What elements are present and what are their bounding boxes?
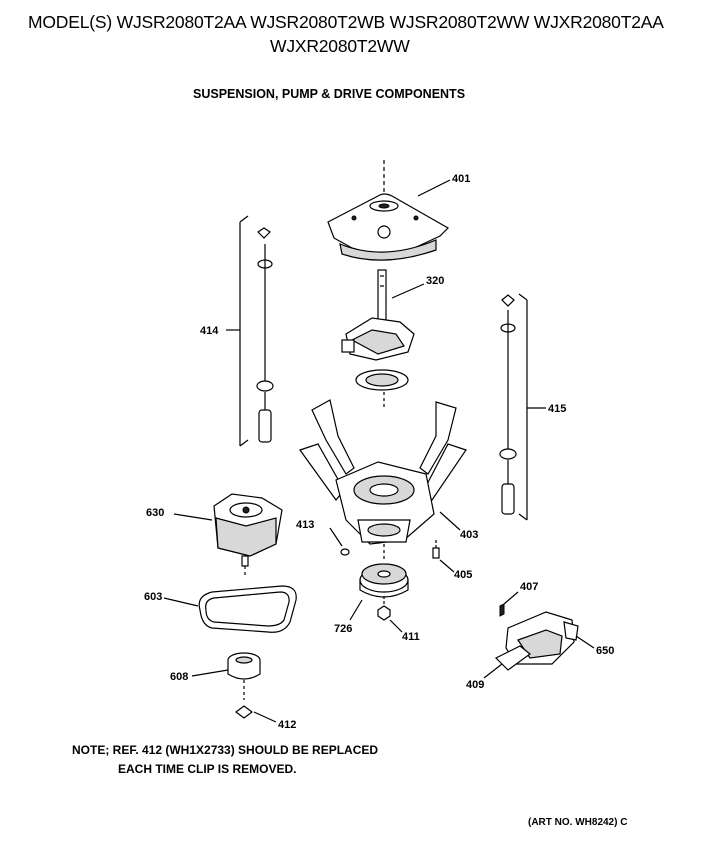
part-412-clip[interactable]: 412 bbox=[235, 705, 296, 731]
part-label-411: 411 bbox=[402, 631, 420, 643]
replacement-note: NOTE; REF. 412 (WH1X2733) SHOULD BE REPL… bbox=[72, 743, 379, 757]
part-label-320: 320 bbox=[426, 275, 444, 287]
part-label-630: 630 bbox=[146, 507, 164, 519]
part-407-screw[interactable]: 407 bbox=[499, 581, 538, 617]
part-label-409: 409 bbox=[466, 679, 484, 691]
part-label-414: 414 bbox=[200, 325, 219, 337]
part-630-pump[interactable]: 630 bbox=[146, 493, 283, 578]
part-label-413: 413 bbox=[296, 519, 314, 531]
part-415-suspension-rod[interactable]: 415 bbox=[499, 293, 566, 521]
part-411-nut[interactable]: 411 bbox=[377, 596, 420, 643]
part-608-motor-pulley[interactable]: 608 bbox=[170, 652, 261, 700]
model-list-continued: WJXR2080T2WW bbox=[270, 36, 410, 56]
part-label-407: 407 bbox=[520, 581, 538, 593]
part-726-drive-pulley[interactable]: 726 bbox=[334, 563, 409, 635]
art-number: (ART NO. WH8242) C bbox=[528, 817, 628, 828]
model-list: MODEL(S) WJSR2080T2AA WJSR2080T2WB WJSR2… bbox=[28, 12, 664, 32]
part-405-bolt[interactable]: 405 bbox=[432, 540, 472, 581]
part-403-mounting-platform[interactable]: 403 bbox=[299, 399, 478, 560]
part-label-650: 650 bbox=[596, 645, 614, 657]
part-label-405: 405 bbox=[454, 569, 472, 581]
part-label-415: 415 bbox=[548, 403, 566, 415]
part-label-403: 403 bbox=[460, 529, 478, 541]
part-320-transmission[interactable]: 320 bbox=[341, 269, 444, 408]
part-409-bracket[interactable]: 409 bbox=[466, 645, 531, 691]
part-603-drive-belt[interactable]: 603 bbox=[144, 585, 297, 633]
part-414-suspension-rod[interactable]: 414 bbox=[200, 215, 274, 447]
replacement-note-continued: EACH TIME CLIP IS REMOVED. bbox=[118, 762, 297, 776]
part-413-nut[interactable]: 413 bbox=[296, 519, 350, 556]
part-401-tub-cover[interactable]: 401 bbox=[327, 160, 470, 261]
part-label-726: 726 bbox=[334, 623, 352, 635]
part-label-401: 401 bbox=[452, 173, 470, 185]
part-label-412: 412 bbox=[278, 719, 296, 731]
part-label-603: 603 bbox=[144, 591, 162, 603]
section-title: SUSPENSION, PUMP & DRIVE COMPONENTS bbox=[193, 87, 466, 101]
part-label-608: 608 bbox=[170, 671, 188, 683]
